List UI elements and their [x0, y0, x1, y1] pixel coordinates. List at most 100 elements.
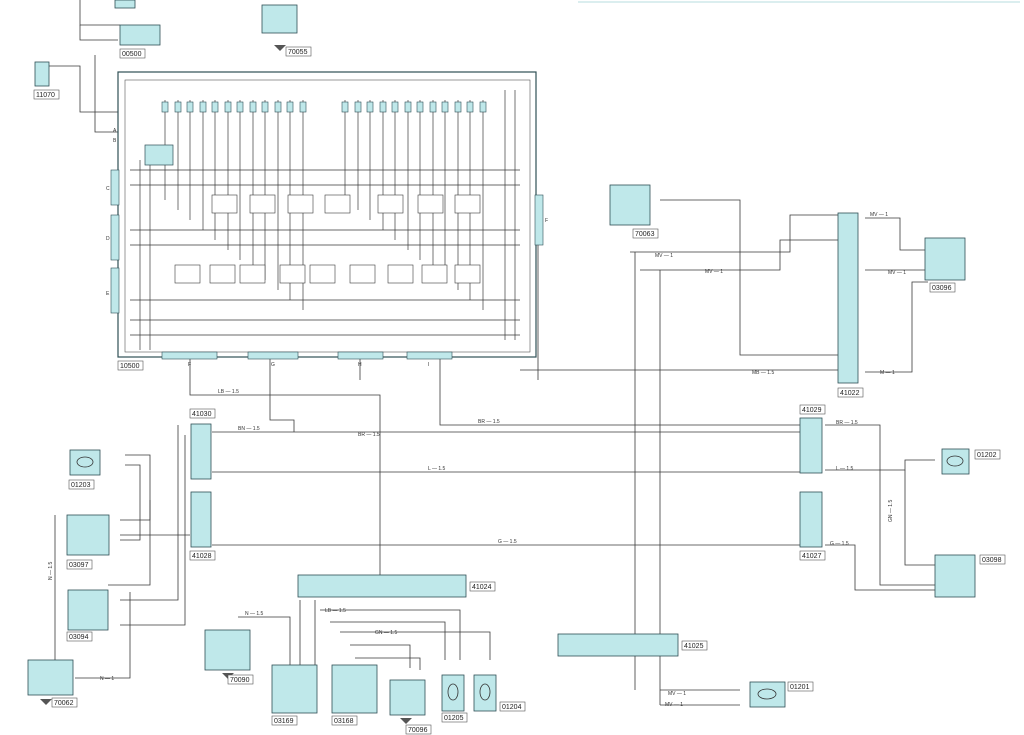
label-70096: 70096: [405, 724, 432, 735]
component-body: [924, 237, 966, 281]
central-module-10500: C D E F F G H I A B: [106, 71, 548, 368]
component-code: 70090: [230, 677, 250, 684]
wire-label: MB — 1.5: [752, 370, 774, 376]
component-code: 01203: [71, 482, 91, 489]
motor-icon: [479, 683, 491, 701]
component-code: 41030: [192, 411, 212, 418]
connector-letter: G: [271, 362, 275, 368]
component-body: [389, 679, 426, 716]
component-code: 01201: [790, 684, 810, 691]
label-01203: 01203: [68, 479, 95, 490]
component-code: 03096: [932, 285, 952, 292]
ground-icon: [40, 699, 52, 705]
component-body: [271, 664, 318, 714]
wire-label: M — 1: [880, 370, 895, 376]
wire-label: MV — 1: [665, 702, 683, 708]
component-body: [114, 0, 136, 9]
wire-label: BR — 1.5: [836, 420, 858, 426]
component-code: 41025: [684, 643, 704, 650]
connector-41029-body: [799, 417, 823, 474]
label-41022: 41022: [837, 387, 864, 398]
component-code: 41024: [472, 584, 492, 591]
component-layer: [27, 0, 976, 716]
connector-41025-body: [557, 633, 679, 657]
wire-label: MV — 1: [888, 270, 906, 276]
component-body: [261, 4, 298, 34]
component-code: 70055: [288, 49, 308, 56]
component-body: [204, 629, 251, 671]
connector-letter: H: [358, 362, 362, 368]
label-01202: 01202: [974, 449, 1001, 460]
connector-letter: A: [113, 128, 117, 134]
wire-label-layer: LB — 1.5 BN — 1.5 BR — 1.5 BR — 1.5 L — …: [48, 212, 906, 708]
component-body: [34, 61, 50, 87]
component-code: 41029: [802, 407, 822, 414]
connector-41027-body: [799, 491, 823, 548]
label-01205: 01205: [441, 712, 468, 723]
component-body: [609, 184, 651, 226]
label-70055: 70055: [285, 46, 312, 57]
component-code: 01204: [502, 704, 522, 711]
connector-letter: F: [188, 362, 191, 368]
motor-icon: [946, 455, 964, 467]
ground-icon: [274, 45, 286, 51]
label-03168: 03168: [331, 715, 358, 726]
component-code: 03097: [69, 562, 89, 569]
component-code: 11070: [36, 92, 55, 99]
label-03169: 03169: [271, 715, 298, 726]
label-00500: 00500: [119, 48, 146, 59]
connector-letter: C: [106, 186, 110, 192]
label-03094: 03094: [66, 631, 93, 642]
wire-label: N — 1.5: [245, 611, 264, 617]
wire-label: N — 1: [100, 676, 114, 682]
motor-icon: [447, 683, 459, 701]
label-01201: 01201: [787, 681, 814, 692]
connector-41024-body: [297, 574, 467, 598]
ground-icon: [400, 718, 412, 724]
label-01204: 01204: [499, 701, 526, 712]
motor-icon: [76, 456, 94, 468]
connector-letter: E: [106, 291, 110, 297]
label-41027: 41027: [799, 550, 826, 561]
label-11070: 11070: [33, 89, 60, 100]
label-03098: 03098: [979, 554, 1006, 565]
component-code: 70062: [54, 700, 74, 707]
component-body: [66, 514, 110, 556]
connector-41028-body: [190, 491, 212, 548]
wire-label: GN — 1.5: [375, 630, 397, 636]
connector-letter: B: [113, 138, 117, 144]
component-code: 03098: [982, 557, 1002, 564]
wire-label: N — 1.5: [48, 561, 54, 580]
component-body: [473, 674, 497, 712]
component-code: 03169: [274, 718, 294, 725]
wire-label: MV — 1: [870, 212, 888, 218]
component-code: 10500: [120, 363, 140, 370]
component-body: [119, 24, 161, 46]
component-code: 41027: [802, 553, 822, 560]
wire-label: G — 1.5: [498, 539, 517, 545]
label-41025: 41025: [681, 640, 708, 651]
label-03096: 03096: [929, 282, 956, 293]
component-code: 03168: [334, 718, 354, 725]
label-41030: 41030: [189, 408, 216, 419]
component-body: [749, 681, 786, 708]
component-code: 01205: [444, 715, 464, 722]
wire-label: MV — 1: [705, 269, 723, 275]
wire-label: L — 1.5: [428, 466, 446, 472]
module-frame: [117, 71, 537, 358]
label-41029: 41029: [799, 404, 826, 415]
label-41028: 41028: [189, 550, 216, 561]
component-body: [67, 589, 109, 631]
component-code: 41028: [192, 553, 212, 560]
label-70090: 70090: [227, 674, 254, 685]
wire-label: BR — 1.5: [478, 419, 500, 425]
label-70063: 70063: [632, 228, 659, 239]
component-code: 41022: [840, 390, 860, 397]
wire-label: MV — 1: [655, 253, 673, 259]
connector-41030-body: [190, 423, 212, 480]
wire-label: G — 1.5: [830, 541, 849, 547]
component-body: [934, 554, 976, 598]
component-code: 03094: [69, 634, 89, 641]
component-body: [331, 664, 378, 714]
